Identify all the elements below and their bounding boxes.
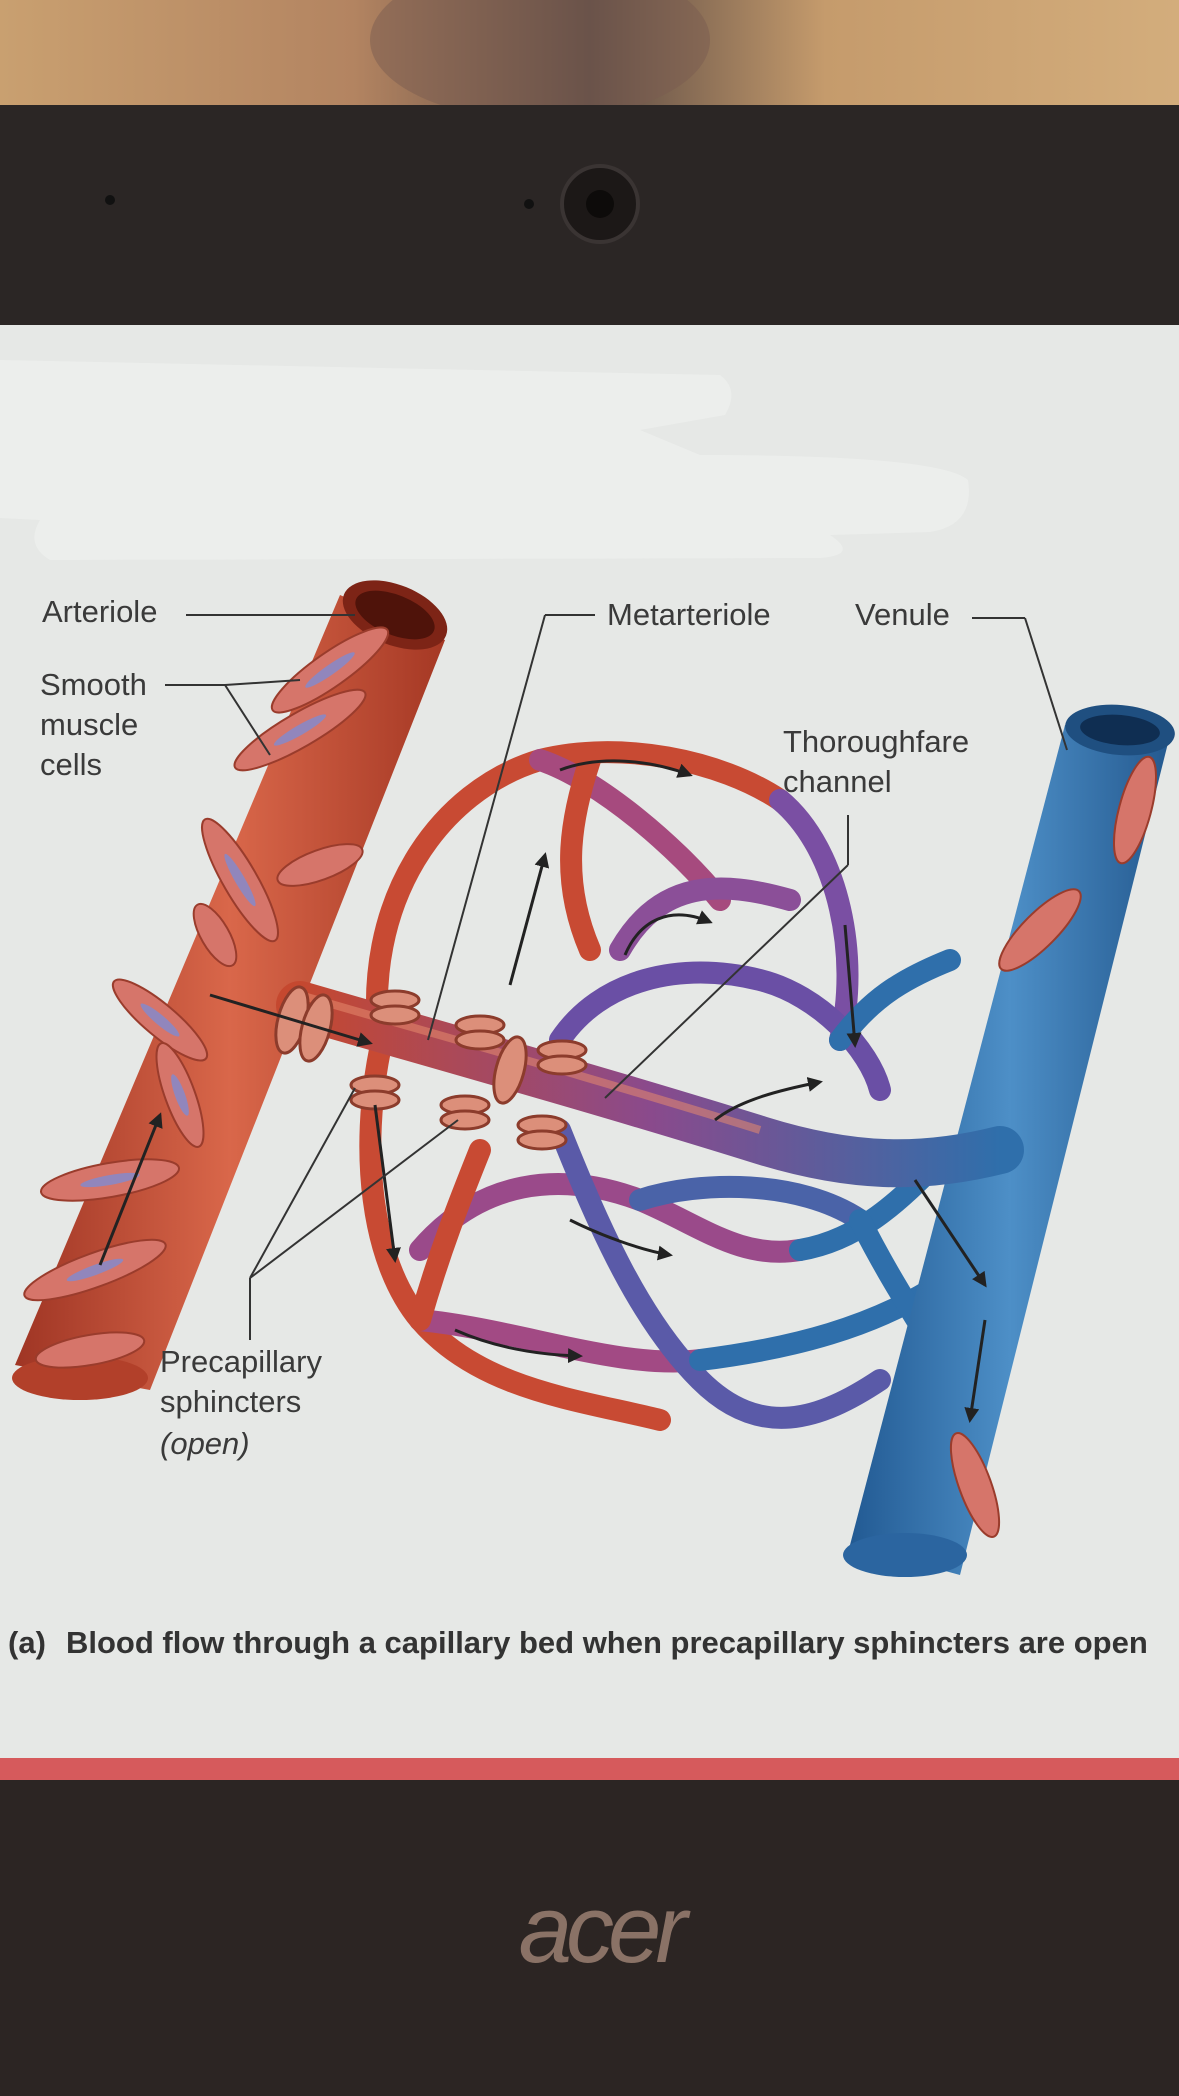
label-arteriole: Arteriole xyxy=(42,594,158,629)
webcam-light-icon xyxy=(524,199,534,209)
label-metarteriole: Metarteriole xyxy=(607,597,771,632)
label-precapillary-sphincters: Precapillary sphincters xyxy=(160,1344,322,1419)
caption-tag: (a) xyxy=(8,1625,46,1660)
microphone-icon xyxy=(105,195,115,205)
redaction-shape xyxy=(0,360,969,560)
label-venule: Venule xyxy=(855,597,950,632)
acer-logo: acer xyxy=(518,1876,688,1983)
background-person xyxy=(370,0,710,120)
figure-caption: (a) Blood flow through a capillary bed w… xyxy=(8,1622,1158,1664)
laptop-bezel-bottom xyxy=(0,1780,1179,2096)
label-smooth-muscle-cells: Smooth muscle cells xyxy=(40,667,147,782)
capillary-network xyxy=(359,741,971,1431)
caption-text: Blood flow through a capillary bed when … xyxy=(66,1625,1148,1660)
flow-arrows xyxy=(98,759,987,1423)
label-sphincter-state: (open) xyxy=(160,1426,250,1461)
screen-bottom-strip xyxy=(0,1758,1179,1780)
precapillary-sphincter-rings xyxy=(274,985,588,1151)
label-thoroughfare-channel: Thoroughfare channel xyxy=(783,724,970,799)
leader-lines xyxy=(165,614,1068,1340)
